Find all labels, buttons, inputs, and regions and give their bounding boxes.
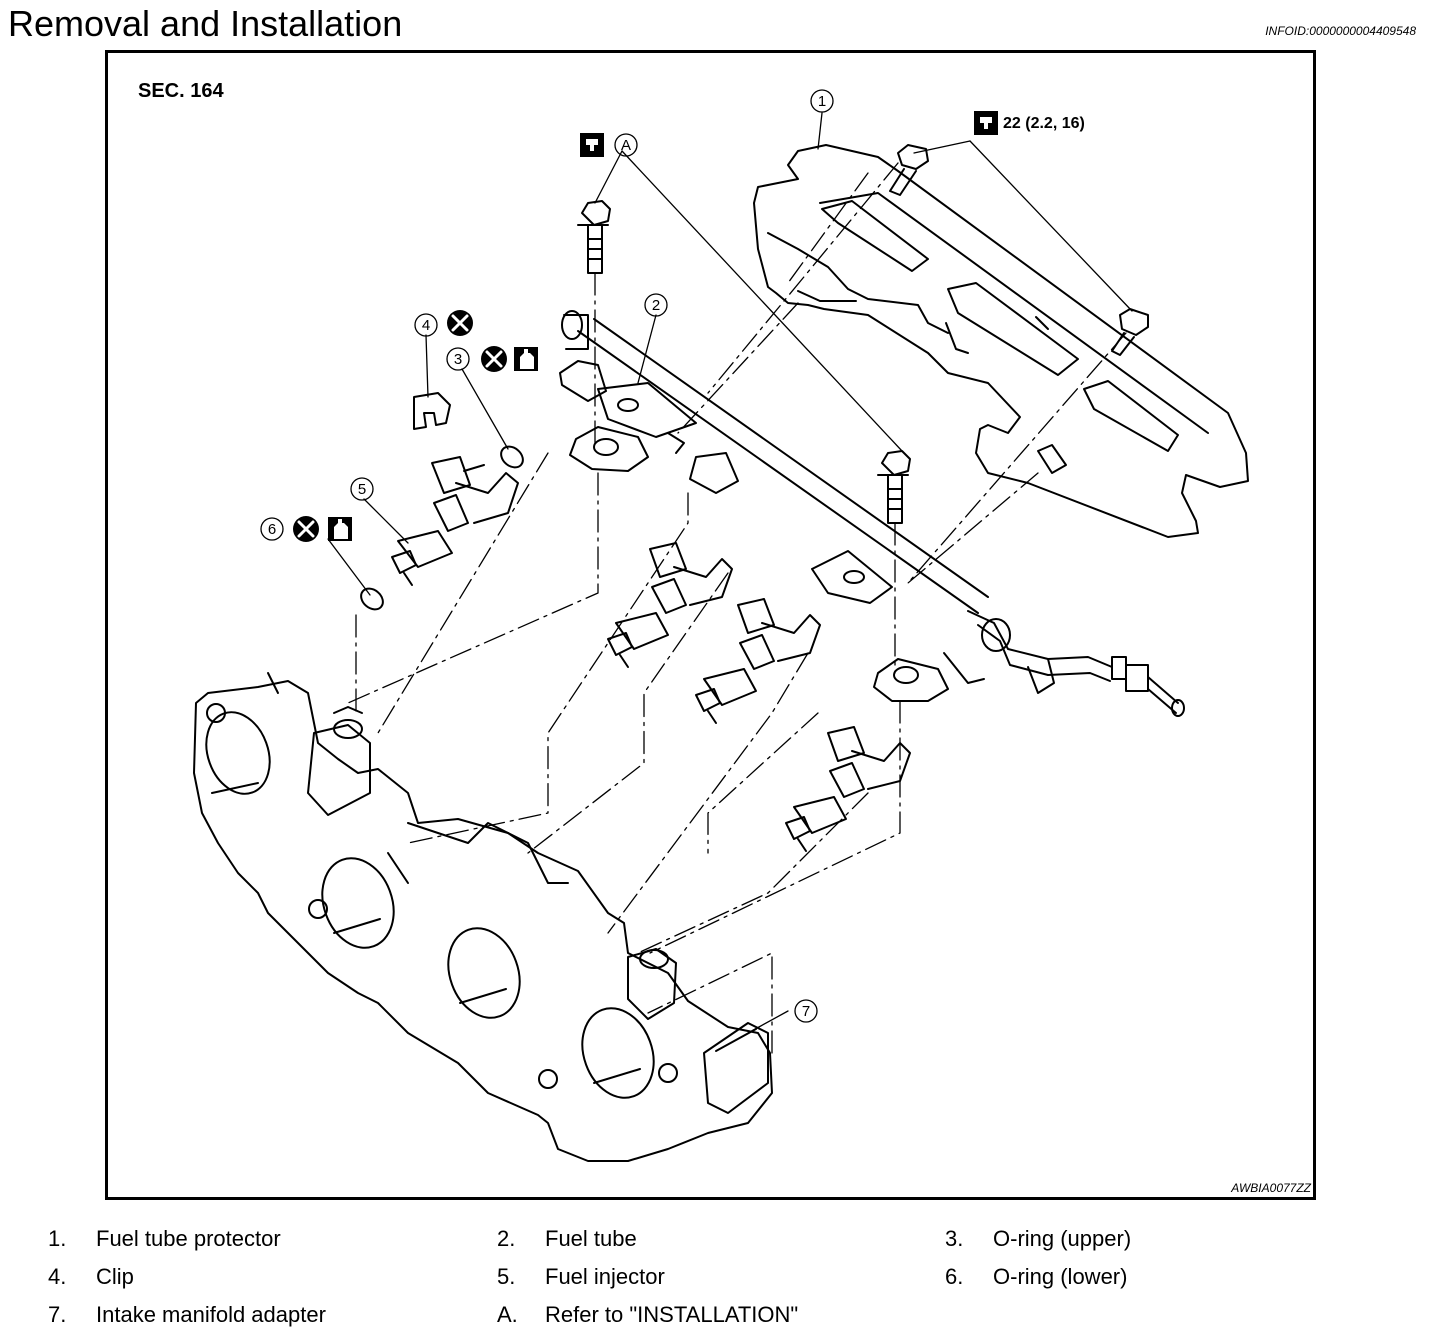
fuel-tube-protector bbox=[753, 144, 1249, 538]
legend-number: 2. bbox=[497, 1226, 516, 1251]
do-not-reuse-icon bbox=[293, 516, 319, 542]
protector-bolt-upper bbox=[889, 144, 929, 196]
exploded-diagram: SEC. 164 bbox=[105, 50, 1316, 1200]
fuel-tube-bracket-left bbox=[569, 382, 697, 472]
diagram-drawing: 1 2 3 4 5 6 7 bbox=[193, 89, 1249, 1162]
legend-text: O-ring (upper) bbox=[993, 1226, 1132, 1251]
legend-number: A. bbox=[497, 1302, 518, 1327]
legend-text: O-ring (lower) bbox=[993, 1264, 1128, 1289]
o-ring-lower bbox=[360, 587, 384, 611]
fuel-injector-3 bbox=[695, 598, 821, 724]
leader-lines bbox=[327, 112, 1133, 1034]
svg-text:3: 3 bbox=[454, 351, 462, 368]
svg-text:4: 4 bbox=[422, 317, 430, 334]
alignment-lines bbox=[347, 162, 1127, 1054]
torque-spec: 22 (2.2, 16) bbox=[1003, 115, 1085, 132]
svg-text:A: A bbox=[621, 137, 631, 154]
apply-oil-icon bbox=[514, 347, 538, 371]
legend-number: 6. bbox=[945, 1264, 964, 1289]
do-not-reuse-icon bbox=[481, 346, 507, 372]
svg-text:7: 7 bbox=[802, 1003, 810, 1020]
fuel-injector-2 bbox=[607, 542, 733, 668]
svg-text:6: 6 bbox=[268, 521, 276, 538]
legend-text: Refer to "INSTALLATION" bbox=[545, 1302, 799, 1327]
svg-text:1: 1 bbox=[818, 93, 826, 110]
legend-text: Fuel tube protector bbox=[96, 1226, 281, 1251]
svg-text:2: 2 bbox=[652, 297, 660, 314]
legend-text: Fuel tube bbox=[545, 1226, 637, 1251]
legend-text: Fuel injector bbox=[545, 1264, 665, 1289]
fuel-tube bbox=[559, 310, 1185, 717]
legend-text: Clip bbox=[96, 1264, 134, 1289]
torque-wrench-icon bbox=[580, 133, 604, 157]
section-label: SEC. 164 bbox=[138, 80, 224, 102]
legend-number: 5. bbox=[497, 1264, 516, 1289]
intake-manifold-adapter bbox=[193, 672, 773, 1162]
callout-5: 5 bbox=[350, 477, 374, 501]
fuel-tube-bracket-right bbox=[811, 550, 985, 702]
page-title: Removal and Installation bbox=[8, 3, 403, 44]
o-ring-upper bbox=[500, 445, 524, 469]
legend-number: 1. bbox=[48, 1226, 67, 1251]
info-id: INFOID:0000000004409548 bbox=[1265, 24, 1416, 38]
callout-3: 3 bbox=[446, 347, 470, 371]
callout-6: 6 bbox=[260, 517, 284, 541]
callout-1: 1 bbox=[810, 89, 834, 113]
legend-number: 7. bbox=[48, 1302, 67, 1327]
svg-text:5: 5 bbox=[358, 481, 366, 498]
legend-number: 4. bbox=[48, 1264, 67, 1289]
fuel-injector-4 bbox=[785, 726, 911, 852]
fuel-injector bbox=[391, 456, 519, 586]
callout-4: 4 bbox=[414, 313, 438, 337]
figure-code: AWBIA0077ZZ bbox=[1231, 1181, 1311, 1195]
callout-7: 7 bbox=[794, 999, 818, 1023]
do-not-reuse-icon bbox=[447, 310, 473, 336]
callout-2: 2 bbox=[644, 293, 668, 317]
torque-wrench-icon bbox=[974, 111, 998, 135]
bolt-a-left bbox=[577, 200, 611, 274]
legend-text: Intake manifold adapter bbox=[96, 1302, 326, 1327]
apply-oil-icon bbox=[328, 517, 352, 541]
callout-a: A bbox=[614, 133, 638, 157]
callouts: 1 2 3 4 5 6 7 bbox=[260, 89, 834, 1023]
bolt-a-right bbox=[877, 450, 911, 524]
clip bbox=[413, 392, 451, 430]
legend-number: 3. bbox=[945, 1226, 964, 1251]
